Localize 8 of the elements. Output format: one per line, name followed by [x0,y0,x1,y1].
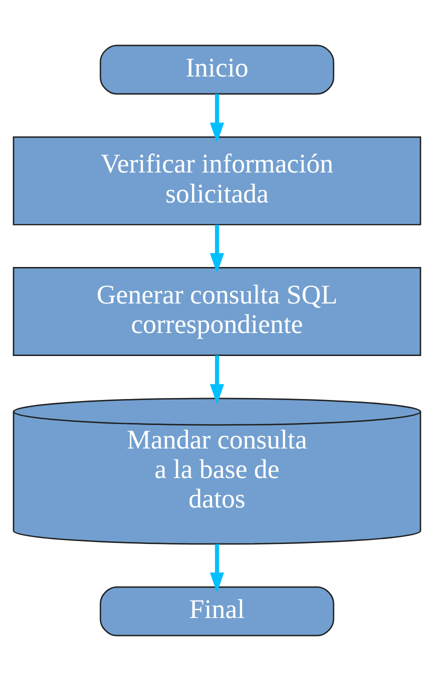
arrow [210,94,224,143]
arrow [210,355,224,404]
arrow [210,544,224,593]
node-box: Generar consulta SQL correspondiente [12,267,422,356]
node-box: Verificar información solicitada [12,136,422,226]
node-box: Inicio [100,44,334,95]
arrow [210,224,224,274]
node-box: Final [100,586,334,636]
